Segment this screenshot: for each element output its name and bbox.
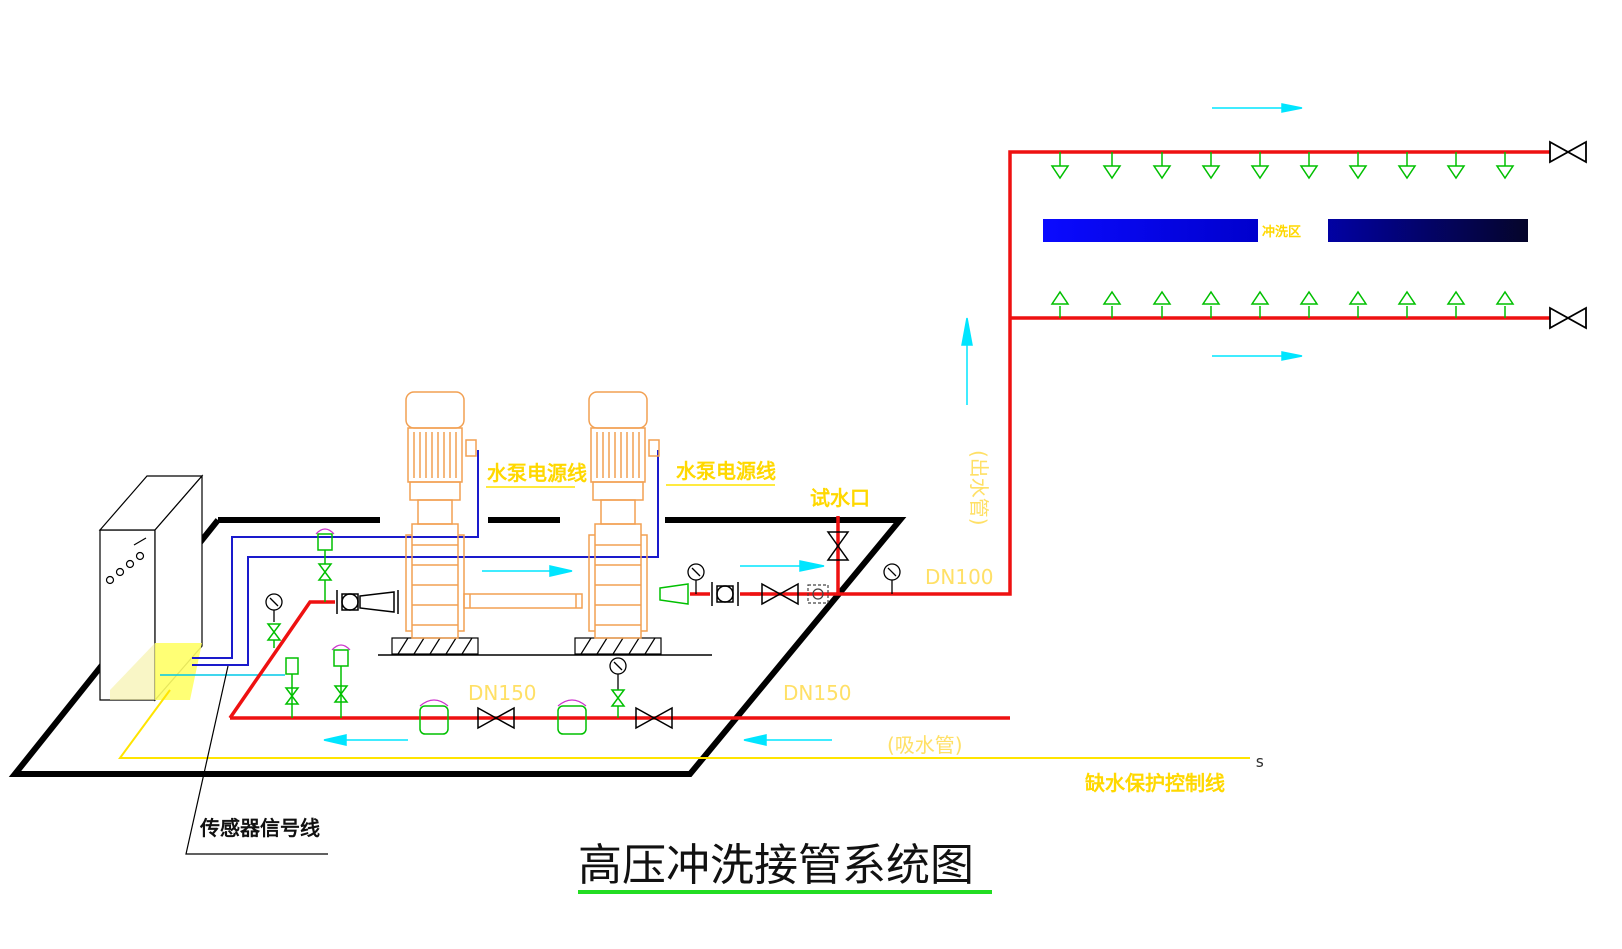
water-shortage-label: 缺水保护控制线 [1085, 771, 1225, 795]
pressure-gauge-left [265, 593, 283, 622]
outlet-pipe-label: (出水管) [967, 450, 991, 526]
discharge-gate-valve [761, 582, 799, 606]
floor-platform [8, 517, 907, 777]
discharge-flexible-joint [711, 582, 739, 606]
pump-power-line-label-1: 水泵电源线 [487, 461, 587, 485]
flow-arrow-suction-right [743, 734, 832, 746]
suction-pipe-label: (吸水管) [887, 733, 963, 757]
pump-1 [405, 391, 477, 639]
main-pipework [228, 150, 1550, 720]
pump-power-line-label-2: 水泵电源线 [676, 459, 776, 483]
diagram-title: 高压冲洗接管系统图 [578, 840, 974, 891]
dn100-label: DN100 [925, 565, 994, 589]
suction-gate-valve-1 [477, 706, 515, 730]
suction-gate-valve-2 [635, 706, 673, 730]
flow-arrow-bottom-header [1212, 351, 1303, 361]
flow-arrow-between-pumps [482, 565, 573, 577]
pressure-gauge-suction [609, 657, 627, 690]
header-end-valve-bottom [1549, 306, 1587, 330]
discharge-check-valve [807, 584, 829, 604]
magenta-markers [315, 528, 587, 707]
green-valve-group [266, 533, 626, 735]
dn150-right-label: DN150 [783, 681, 852, 705]
sensor-signal-label: 传感器信号线 [199, 816, 320, 840]
header-end-valve-top [1549, 140, 1587, 164]
pump-2 [588, 391, 660, 639]
flow-arrow-suction-left [323, 734, 408, 746]
flow-arrow-riser [961, 317, 973, 405]
flow-arrow-top-header [1212, 103, 1303, 113]
flow-arrows [323, 103, 1303, 746]
spray-nozzles-top [1050, 152, 1515, 180]
wash-zone-label: 冲洗区 [1262, 224, 1301, 240]
pressure-gauge-outlet [883, 563, 901, 594]
pump-power-wiring [192, 450, 659, 666]
water-shortage-control-line [118, 689, 1250, 759]
cabinet-indicator-lights [105, 537, 147, 585]
dn150-left-label: DN150 [468, 681, 537, 705]
control-line-end-mark: s [1255, 752, 1265, 771]
pump-inter-connector [463, 593, 583, 609]
power-label-leaders [486, 484, 775, 488]
spray-nozzles-bottom [1050, 290, 1515, 318]
test-outlet-valve [826, 531, 850, 561]
test-outlet-label: 试水口 [810, 486, 870, 510]
sensor-label-leader [185, 665, 328, 855]
control-cabinet [98, 474, 204, 702]
wash-zone-bar: 冲洗区 [1043, 219, 1528, 242]
pressure-gauge-discharge [687, 563, 705, 594]
discharge-reducer [659, 583, 689, 605]
flow-arrow-discharge [740, 560, 825, 572]
pump-base-2 [574, 637, 662, 655]
suction-flexible-joint [336, 590, 399, 614]
pump-base-1 [391, 637, 479, 655]
